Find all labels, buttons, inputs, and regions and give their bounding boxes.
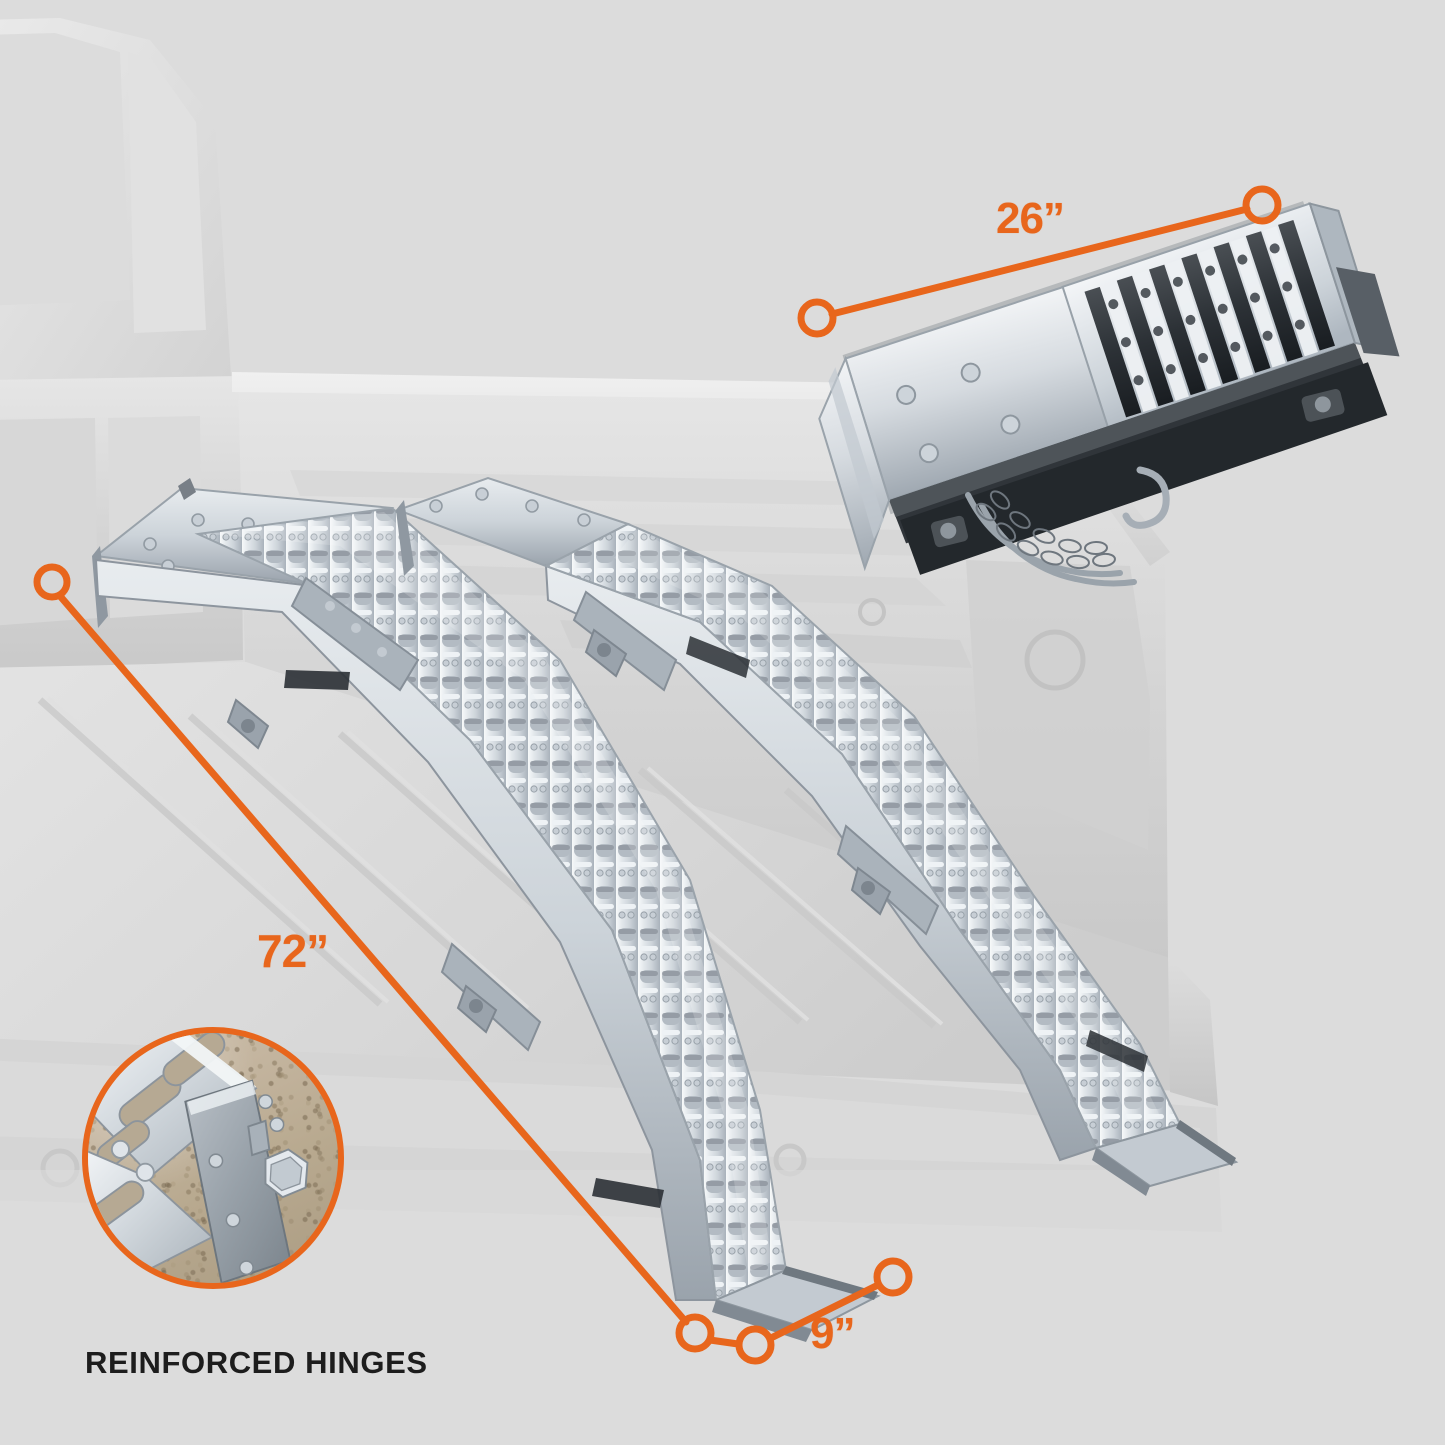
dimension-endpoint-9-left [735,1325,775,1365]
dimension-line-9 [769,1282,880,1341]
hinge-bolt [264,1148,309,1199]
ramp-left [92,478,881,1342]
dimension-endpoint-9-right [873,1257,913,1297]
dimension-label-26: 26” [996,194,1065,243]
dimension-endpoint-72-bottom [675,1313,715,1353]
dimension-label-72: 72” [257,925,329,977]
ramp-right-hinge-lower [836,824,940,936]
safety-chain-links [975,490,1116,570]
dimension-endpoint-72-top [33,563,71,601]
ramp-right [395,476,1239,1196]
ramp-left-hinge-lower [440,942,542,1052]
chain-hook [1122,466,1170,529]
dimension-endpoint-26-right [1242,185,1282,225]
dimension-connector [706,1336,742,1348]
dimension-endpoint-26-left [797,298,837,338]
dimension-line-26 [828,205,1251,318]
reinforced-hinges-caption: REINFORCED HINGES [85,1345,428,1380]
dimension-label-9: 9” [810,1309,855,1358]
hinge-closeup-illustration [88,1033,309,1283]
dimension-line-72 [56,592,690,1326]
ramp-left-hinge-upper [226,576,420,750]
reinforced-hinge-inset [82,1027,344,1289]
ramp-right-hinge-upper [572,590,678,692]
